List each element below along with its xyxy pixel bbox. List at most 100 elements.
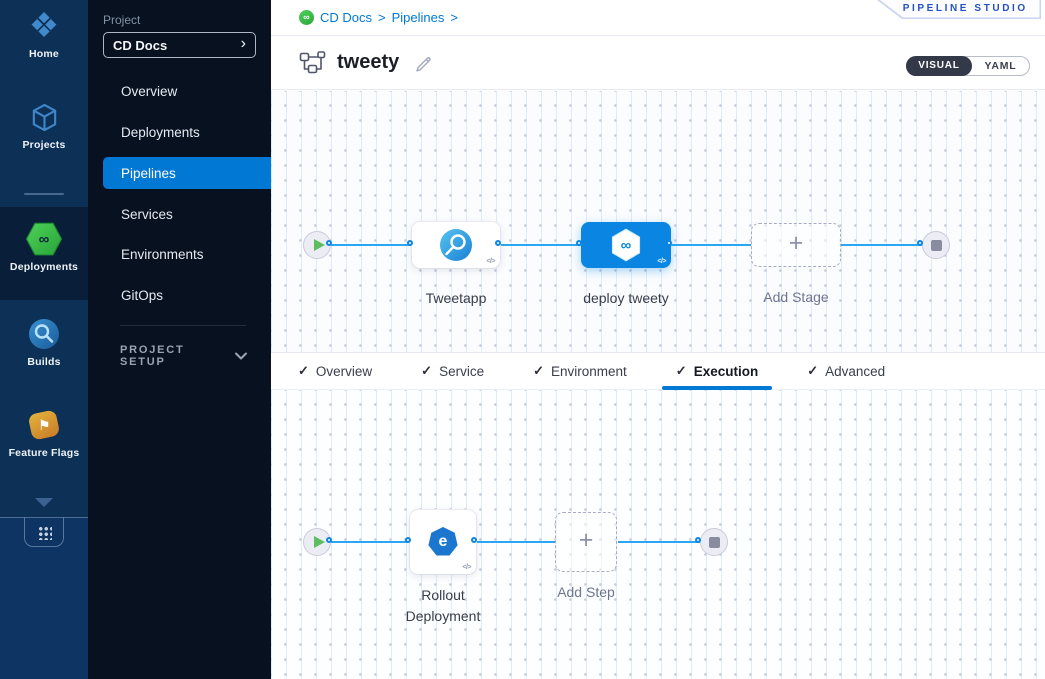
harness-cd-icon: ∞ bbox=[608, 227, 644, 263]
connector-port[interactable] bbox=[495, 240, 501, 246]
toggle-visual[interactable]: VISUAL bbox=[906, 55, 972, 76]
chevron-down-icon bbox=[235, 352, 247, 360]
check-icon: ✓ bbox=[421, 363, 433, 378]
project-selector-value: CD Docs bbox=[113, 37, 168, 53]
sidebar-divider bbox=[120, 325, 246, 326]
tab-advanced[interactable]: ✓ Advanced bbox=[807, 363, 886, 379]
rail-item-home[interactable]: ❖ Home bbox=[0, 8, 88, 60]
connector-port[interactable] bbox=[576, 240, 582, 246]
rail-collapse-chevron-icon[interactable] bbox=[35, 498, 53, 507]
sidebar-item-pipelines[interactable]: Pipelines bbox=[103, 157, 271, 189]
rail-item-label: Feature Flags bbox=[8, 447, 80, 459]
connector-port[interactable] bbox=[407, 240, 413, 246]
connector-line bbox=[841, 244, 922, 246]
execution-canvas[interactable]: e </> + Rollout Deployment Add Step bbox=[271, 390, 1045, 679]
connector-line bbox=[618, 541, 700, 543]
cd-module-icon: ∞ bbox=[299, 10, 314, 25]
sidebar-item-gitops[interactable]: GitOps bbox=[121, 287, 164, 303]
builds-icon bbox=[29, 319, 59, 349]
plus-icon: + bbox=[788, 229, 804, 257]
execution-end-node[interactable] bbox=[700, 528, 728, 556]
connector-port[interactable] bbox=[326, 537, 332, 543]
add-stage-node[interactable]: + bbox=[751, 223, 841, 267]
breadcrumb-link-pipelines[interactable]: Pipelines bbox=[391, 10, 445, 25]
project-sidebar: Project CD Docs › Overview Deployments P… bbox=[88, 0, 271, 679]
sidebar-item-environments[interactable]: Environments bbox=[121, 246, 204, 262]
project-selector[interactable]: CD Docs › bbox=[103, 32, 256, 58]
play-icon bbox=[313, 536, 325, 548]
cd-hexagon-icon: ∞ bbox=[26, 222, 62, 256]
stage-node-tweetapp[interactable]: </> bbox=[412, 222, 500, 268]
stop-icon bbox=[930, 239, 942, 251]
check-icon: ✓ bbox=[675, 363, 687, 378]
breadcrumb: ∞ CD Docs > Pipelines > bbox=[299, 10, 458, 25]
rail-item-label: Projects bbox=[22, 139, 66, 151]
check-icon: ✓ bbox=[298, 363, 309, 378]
stage-label-tweetapp[interactable]: Tweetapp bbox=[425, 290, 487, 306]
rail-divider bbox=[24, 193, 64, 195]
chevron-right-icon: › bbox=[240, 35, 246, 52]
module-rail: ❖ Home Projects bbox=[0, 0, 88, 679]
stage-node-deploy-tweety[interactable]: ∞ </> bbox=[581, 222, 671, 268]
stage-canvas[interactable]: </> ∞ </> + Tweetapp bbox=[271, 91, 1045, 352]
feature-flags-icon: ⚑ bbox=[27, 409, 61, 441]
visual-yaml-toggle[interactable]: VISUAL YAML bbox=[906, 55, 1030, 76]
cube-icon bbox=[32, 103, 56, 131]
add-stage-label[interactable]: Add Stage bbox=[763, 289, 829, 305]
check-icon: ✓ bbox=[807, 363, 819, 378]
connector-port[interactable] bbox=[917, 240, 923, 246]
connector-line bbox=[500, 244, 581, 246]
rail-item-projects[interactable]: Projects bbox=[0, 99, 88, 151]
tab-environment[interactable]: ✓ Environment bbox=[533, 363, 627, 379]
step-node-rollout-deployment[interactable]: e </> bbox=[410, 510, 476, 574]
tab-overview[interactable]: ✓ Overview bbox=[298, 363, 373, 379]
pipeline-icon bbox=[299, 51, 326, 74]
sidebar-item-services[interactable]: Services bbox=[121, 206, 173, 222]
play-icon bbox=[313, 239, 325, 251]
pipeline-end-node[interactable] bbox=[922, 231, 950, 259]
sidebar-item-deployments[interactable]: Deployments bbox=[121, 124, 200, 140]
breadcrumb-separator: > bbox=[450, 10, 458, 25]
rail-item-label: Builds bbox=[27, 356, 61, 368]
rail-item-label: Home bbox=[29, 48, 59, 60]
main-content: ∞ CD Docs > Pipelines > PIPELINE STUDIO … bbox=[271, 0, 1045, 679]
connector-port[interactable] bbox=[405, 537, 411, 543]
add-step-node[interactable]: + bbox=[555, 512, 617, 572]
rail-item-deployments[interactable]: ∞ Deployments bbox=[0, 221, 88, 273]
pipeline-title: tweety bbox=[337, 51, 400, 73]
connector-port[interactable] bbox=[695, 537, 701, 543]
breadcrumb-separator: > bbox=[378, 10, 386, 25]
plus-icon: + bbox=[578, 526, 594, 554]
app-grid-button[interactable] bbox=[24, 517, 64, 547]
grid-icon bbox=[36, 524, 52, 540]
rail-item-builds[interactable]: Builds bbox=[0, 316, 88, 368]
project-setup-toggle[interactable]: PROJECT SETUP bbox=[120, 344, 247, 368]
add-step-label[interactable]: Add Step bbox=[557, 584, 615, 600]
toggle-yaml[interactable]: YAML bbox=[984, 60, 1017, 72]
tab-service[interactable]: ✓ Service bbox=[421, 363, 485, 379]
tab-execution[interactable]: ✓ Execution bbox=[661, 353, 773, 390]
edit-pencil-icon[interactable] bbox=[414, 53, 433, 72]
rail-bottom-section bbox=[0, 517, 88, 679]
stage-label-deploy-tweety[interactable]: deploy tweety bbox=[583, 290, 669, 306]
connector-port[interactable] bbox=[666, 240, 672, 246]
rail-item-label: Deployments bbox=[9, 261, 79, 273]
step-label-rollout-deployment[interactable]: Rollout Deployment bbox=[405, 587, 481, 624]
connector-line bbox=[331, 541, 410, 543]
home-icon: ❖ bbox=[28, 7, 60, 45]
check-icon: ✓ bbox=[533, 363, 544, 378]
connector-line bbox=[476, 541, 555, 543]
code-glyph: </> bbox=[462, 564, 471, 571]
pipeline-studio-badge: PIPELINE STUDIO bbox=[877, 0, 1041, 19]
code-glyph: </> bbox=[486, 258, 495, 265]
sidebar-item-overview[interactable]: Overview bbox=[121, 83, 178, 99]
rail-item-feature-flags[interactable]: ⚑ Feature Flags bbox=[0, 407, 88, 459]
connector-line bbox=[671, 244, 751, 246]
connector-line bbox=[331, 244, 412, 246]
connector-port[interactable] bbox=[471, 537, 477, 543]
breadcrumb-link-project[interactable]: CD Docs bbox=[320, 10, 373, 25]
stop-icon bbox=[708, 536, 720, 548]
connector-port[interactable] bbox=[326, 240, 332, 246]
project-section-label: Project bbox=[103, 13, 141, 27]
